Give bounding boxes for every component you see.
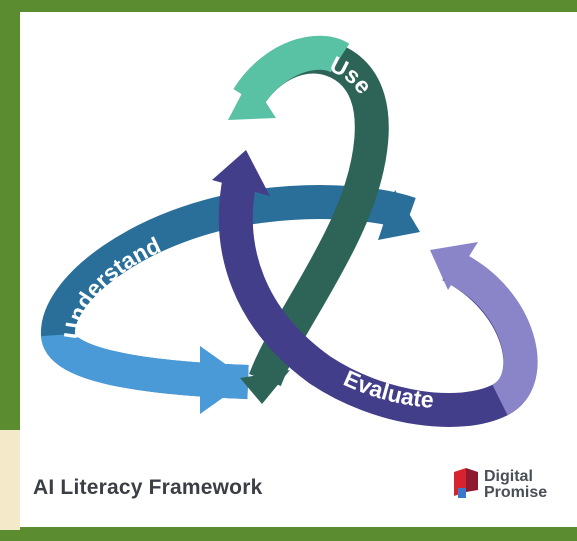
digital-promise-flag-icon	[454, 468, 478, 498]
digital-promise-logo: Digital Promise	[452, 466, 562, 506]
left-edge-strip	[0, 430, 20, 530]
logo-line-2: Promise	[484, 484, 548, 501]
evaluate-arrow	[212, 150, 538, 427]
use-arrow	[228, 35, 389, 404]
logo-line-1: Digital	[484, 468, 533, 485]
framework-caption: AI Literacy Framework	[33, 476, 263, 499]
